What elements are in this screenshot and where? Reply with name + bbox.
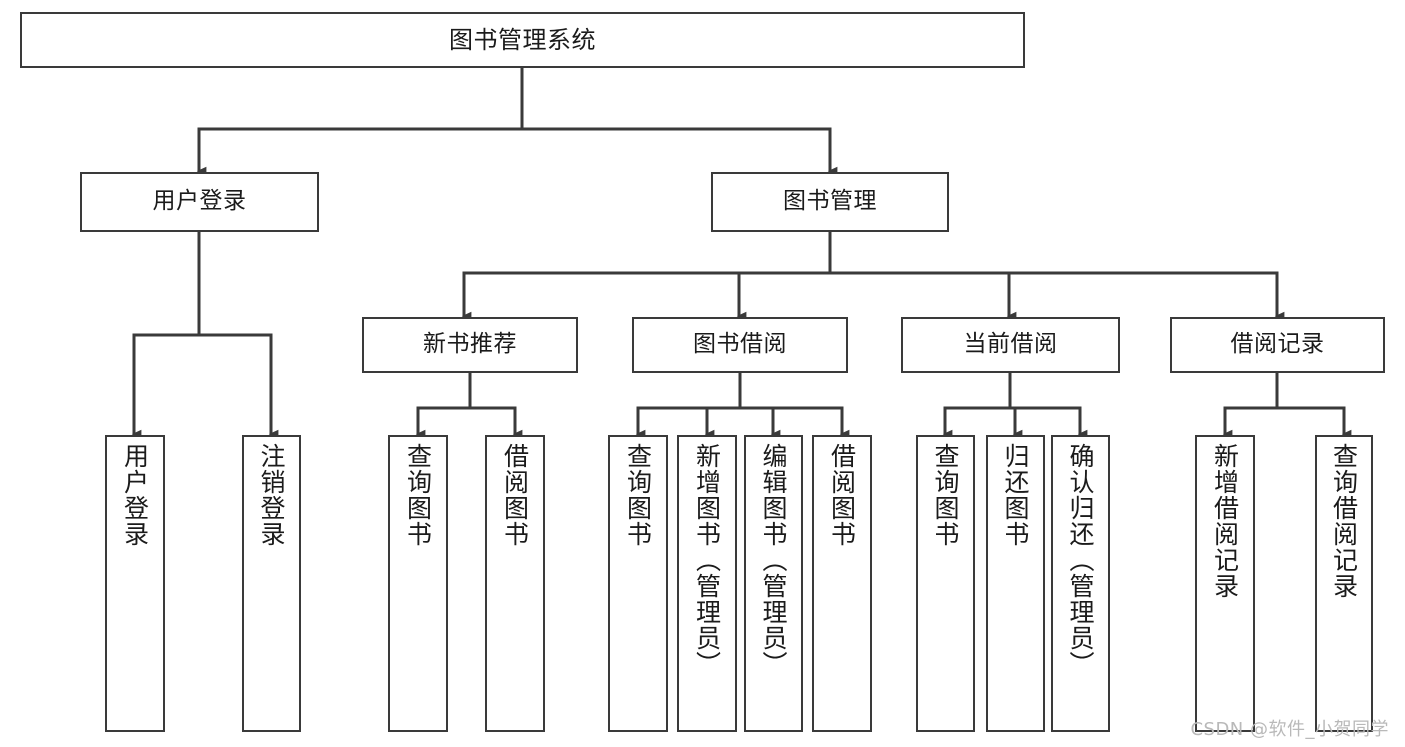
node-label: 图书管理 (783, 188, 877, 215)
node-borrow[interactable]: 图书借阅 (632, 317, 848, 373)
node-leaf-borrow-2[interactable]: 新增图书（管理员） (677, 435, 737, 732)
node-bookmgmt[interactable]: 图书管理 (711, 172, 949, 232)
node-records[interactable]: 借阅记录 (1170, 317, 1385, 373)
node-leaf-rec-2[interactable]: 查询借阅记录 (1315, 435, 1373, 732)
node-leaf-login-2[interactable]: 注销登录 (242, 435, 301, 732)
node-label: 用户登录 (152, 188, 247, 215)
csdn-watermark: CSDN @软件_小贺同学 (1190, 719, 1389, 740)
node-label: 编辑图书（管理员） (759, 443, 788, 677)
node-label: 图书管理系统 (449, 25, 596, 54)
node-label: 新增借阅记录 (1210, 443, 1240, 599)
node-label: 归还图书 (1001, 443, 1030, 547)
node-label: 借阅记录 (1230, 331, 1325, 358)
node-label: 借阅图书 (827, 443, 857, 547)
node-label: 借阅图书 (500, 443, 530, 547)
node-label: 注销登录 (257, 443, 286, 547)
node-leaf-new-1[interactable]: 查询图书 (388, 435, 448, 732)
node-label: 查询图书 (931, 443, 960, 547)
node-newbook[interactable]: 新书推荐 (362, 317, 578, 373)
node-label: 确认归还（管理员） (1066, 443, 1095, 677)
node-leaf-borrow-3[interactable]: 编辑图书（管理员） (744, 435, 803, 732)
node-leaf-rec-1[interactable]: 新增借阅记录 (1195, 435, 1255, 732)
node-current[interactable]: 当前借阅 (901, 317, 1120, 373)
node-label: 图书借阅 (693, 331, 787, 358)
node-label: 新书推荐 (423, 331, 517, 358)
node-login[interactable]: 用户登录 (80, 172, 319, 232)
node-label: 当前借阅 (963, 331, 1058, 358)
node-leaf-borrow-1[interactable]: 查询图书 (608, 435, 668, 732)
node-leaf-login-1[interactable]: 用户登录 (105, 435, 165, 732)
node-label: 查询图书 (403, 443, 433, 547)
node-label: 查询借阅记录 (1329, 443, 1359, 599)
node-leaf-cur-1[interactable]: 查询图书 (916, 435, 975, 732)
node-root[interactable]: 图书管理系统 (20, 12, 1025, 68)
node-leaf-cur-2[interactable]: 归还图书 (986, 435, 1045, 732)
node-label: 新增图书（管理员） (692, 443, 722, 677)
node-leaf-new-2[interactable]: 借阅图书 (485, 435, 545, 732)
node-leaf-borrow-4[interactable]: 借阅图书 (812, 435, 872, 732)
node-leaf-cur-3[interactable]: 确认归还（管理员） (1051, 435, 1110, 732)
node-label: 查询图书 (623, 443, 653, 547)
node-label: 用户登录 (120, 443, 150, 547)
